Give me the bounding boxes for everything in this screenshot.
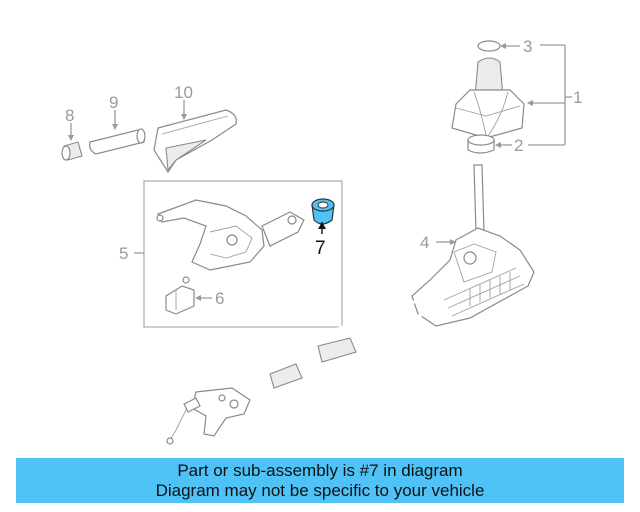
callout-10: 10 bbox=[174, 83, 193, 102]
part-8-bushing[interactable] bbox=[61, 141, 83, 161]
banner-line-2: Diagram may not be specific to your vehi… bbox=[155, 480, 485, 500]
part-6-bracket[interactable] bbox=[165, 276, 195, 315]
part-9-sleeve[interactable] bbox=[89, 128, 146, 155]
callout-7: 7 bbox=[315, 238, 326, 259]
callout-8: 8 bbox=[65, 106, 74, 125]
callout-1: 1 bbox=[573, 88, 582, 107]
part-5-lever-bracket[interactable] bbox=[156, 199, 305, 271]
info-banner: Part or sub-assembly is #7 in diagram Di… bbox=[16, 458, 624, 503]
parts-diagram: 8 9 10 5 6 7 bbox=[61, 37, 582, 445]
cable-bracket[interactable] bbox=[166, 387, 251, 445]
part-7-highlighted[interactable] bbox=[311, 198, 335, 225]
part-3-o-ring[interactable] bbox=[477, 40, 501, 52]
shift-cables bbox=[199, 298, 431, 400]
banner-line-1: Part or sub-assembly is #7 in diagram bbox=[177, 460, 463, 480]
part-4-shifter-assembly[interactable] bbox=[411, 164, 535, 327]
part-1-shift-boot[interactable] bbox=[451, 57, 525, 139]
part-10-handle[interactable] bbox=[153, 109, 237, 174]
callout-6: 6 bbox=[215, 289, 224, 308]
callout-4: 4 bbox=[420, 233, 429, 252]
sub-assembly-5-box bbox=[143, 180, 343, 328]
callout-9: 9 bbox=[109, 93, 118, 112]
callout-5: 5 bbox=[119, 244, 128, 263]
callout-3: 3 bbox=[523, 37, 532, 56]
callout-2: 2 bbox=[514, 136, 523, 155]
part-2-collar[interactable] bbox=[467, 134, 495, 154]
